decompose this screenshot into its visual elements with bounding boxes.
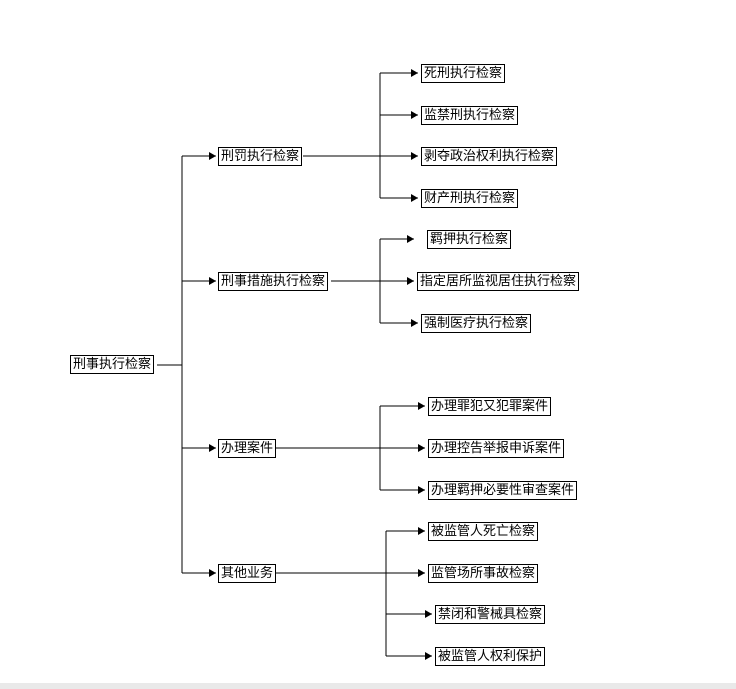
arrowhead (407, 277, 414, 285)
leaf-node: 指定居所监视居住执行检察 (417, 272, 580, 291)
arrowhead (418, 486, 425, 494)
leaf-node: 办理控告举报申诉案件 (428, 439, 565, 458)
group-node: 办理案件 (218, 439, 277, 458)
arrowhead (411, 319, 418, 327)
root-node: 刑事执行检察 (70, 355, 155, 374)
leaf-node: 死刑执行检察 (421, 64, 506, 83)
leaf-node: 禁闭和警械具检察 (435, 605, 546, 624)
arrowhead (425, 610, 432, 618)
arrowhead (411, 69, 418, 77)
leaf-node: 监禁刑执行检察 (421, 106, 519, 125)
arrowhead (425, 652, 432, 660)
arrowhead (411, 194, 418, 202)
arrowhead (411, 111, 418, 119)
leaf-node: 被监管人权利保护 (435, 647, 546, 666)
status-strip (0, 683, 736, 689)
arrowhead (418, 402, 425, 410)
group-node: 刑罚执行检察 (218, 147, 303, 166)
arrowhead (418, 527, 425, 535)
leaf-node: 强制医疗执行检察 (421, 314, 532, 333)
arrowhead (418, 569, 425, 577)
leaf-node: 被监管人死亡检察 (428, 522, 539, 541)
arrowhead (407, 235, 414, 243)
group-node: 其他业务 (218, 564, 277, 583)
leaf-node: 羁押执行检察 (427, 230, 512, 249)
arrowhead (209, 152, 216, 160)
leaf-node: 财产刑执行检察 (421, 189, 519, 208)
arrowhead (209, 444, 216, 452)
leaf-node: 剥夺政治权利执行检察 (421, 147, 558, 166)
leaf-node: 监管场所事故检察 (428, 564, 539, 583)
arrowhead (209, 277, 216, 285)
group-node: 刑事措施执行检察 (218, 272, 329, 291)
arrowhead (418, 444, 425, 452)
leaf-node: 办理罪犯又犯罪案件 (428, 397, 552, 416)
arrowhead (209, 569, 216, 577)
arrowhead (411, 152, 418, 160)
leaf-node: 办理羁押必要性审查案件 (428, 481, 578, 500)
